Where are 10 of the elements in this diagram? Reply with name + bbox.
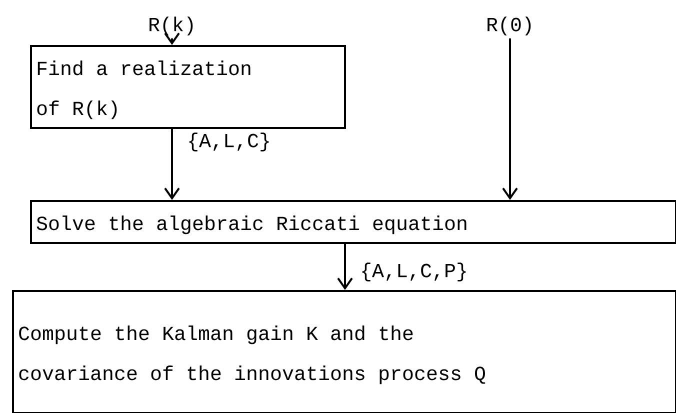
edge-label: {A,L,C,P} <box>358 260 470 284</box>
arrow <box>337 244 353 290</box>
input-label: R(0) <box>488 16 531 36</box>
input-label: R(k) <box>150 16 193 36</box>
process-box: Compute the Kalman gain K and the covariance of the innovations process Q <box>12 290 676 413</box>
process-box: Find a realization of R(k) <box>30 45 346 129</box>
process-box: Solve the algebraic Riccati equation <box>30 200 676 244</box>
arrow <box>502 38 518 200</box>
arrow <box>164 129 180 200</box>
edge-label: {A,L,C} <box>185 130 274 154</box>
